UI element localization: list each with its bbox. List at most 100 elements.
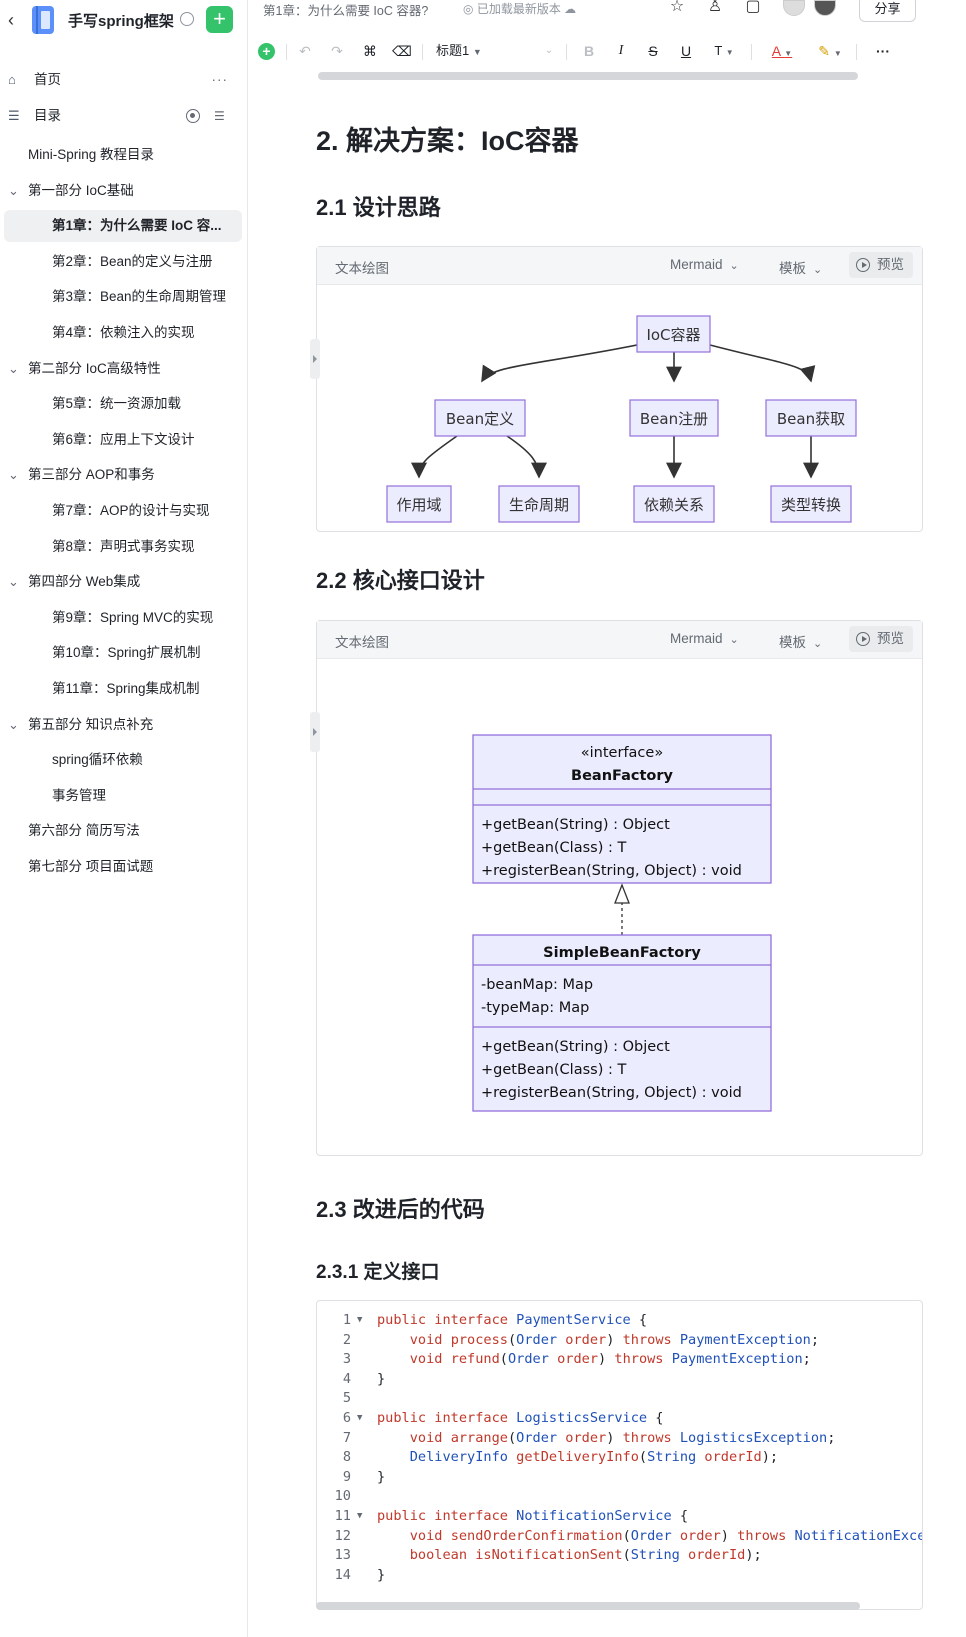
code-line: 5: [317, 1388, 922, 1408]
sidebar-toc-item[interactable]: 事务管理: [0, 780, 248, 812]
italic-icon[interactable]: I: [618, 43, 624, 58]
more-options-icon[interactable]: ···: [876, 43, 890, 59]
insert-block-icon[interactable]: +: [258, 43, 275, 60]
flow-node: 类型转换: [770, 485, 852, 523]
sidebar-toc-item[interactable]: 第6章：应用上下文设计: [0, 424, 248, 456]
code-horizontal-scrollbar[interactable]: [316, 1602, 860, 1610]
fold-toggle-icon[interactable]: ▼: [357, 1315, 363, 1325]
template-select[interactable]: 模板⌄: [779, 257, 822, 277]
sidebar-toc-item[interactable]: 第2章：Bean的定义与注册: [0, 246, 248, 278]
preview-button[interactable]: 预览: [849, 252, 913, 278]
diagram-block[interactable]: 文本绘图 Mermaid⌄ 模板⌄ 预览 IoC容器 Bean定义 Bean注册: [316, 246, 923, 532]
sidebar-toc-item[interactable]: 第3章：Bean的生命周期管理: [0, 281, 248, 313]
sidebar-item-home[interactable]: ⌂ 首页 ···: [0, 64, 248, 96]
flow-node: Bean定义: [434, 399, 526, 437]
sidebar-toc-item[interactable]: 第4章：依赖注入的实现: [0, 317, 248, 349]
avatar[interactable]: [783, 0, 805, 16]
sidebar-toc-item[interactable]: 第1章：为什么需要 IoC 容...: [4, 210, 242, 243]
chevron-down-icon[interactable]: ⌄: [8, 574, 19, 590]
chevron-down-icon[interactable]: ⌄: [8, 467, 19, 483]
line-number: 4: [342, 1370, 351, 1387]
highlight-icon[interactable]: ✎ ▼: [818, 43, 842, 59]
sidebar-toc-item[interactable]: ⌄第五部分 知识点补充: [0, 709, 248, 741]
line-number: 12: [334, 1527, 351, 1544]
sidebar-item-label: 第1章：为什么需要 IoC 容...: [52, 218, 222, 234]
sidebar-item-label: 第10章：Spring扩展机制: [52, 645, 201, 661]
flow-node-label: Bean获取: [777, 410, 845, 428]
sidebar-toc-item[interactable]: ⌄第四部分 Web集成: [0, 566, 248, 598]
chevron-down-icon[interactable]: ⌄: [544, 45, 554, 56]
code-line: 11▼public interface NotificationService …: [317, 1506, 922, 1526]
clear-format-icon[interactable]: ⌫: [392, 43, 412, 59]
underline-icon[interactable]: U: [680, 43, 692, 59]
sidebar-toc-item[interactable]: 第10章：Spring扩展机制: [0, 637, 248, 669]
chevron-down-icon[interactable]: ⌄: [8, 716, 19, 732]
code-block[interactable]: 1▼public interface PaymentService {2 voi…: [316, 1300, 923, 1610]
code-line: 13 boolean isNotificationSent(String ord…: [317, 1545, 922, 1565]
text-size-icon[interactable]: T ▼: [714, 43, 734, 58]
font-color-icon[interactable]: A ▼: [771, 43, 793, 59]
fold-toggle-icon[interactable]: ▼: [357, 1511, 363, 1521]
bold-icon[interactable]: B: [583, 43, 595, 59]
add-button[interactable]: +: [206, 6, 233, 33]
uml-class-implementation: SimpleBeanFactory -beanMap: Map -typeMap…: [472, 934, 772, 1112]
format-painter-icon[interactable]: ⌘: [363, 43, 377, 59]
sidebar-item-label: 第5章：统一资源加载: [52, 396, 182, 412]
code-line: 6▼public interface LogisticsService {: [317, 1408, 922, 1428]
language-select[interactable]: Mermaid⌄: [670, 257, 739, 272]
horizontal-scrollbar[interactable]: [318, 72, 858, 80]
share-button[interactable]: 分享: [859, 0, 916, 22]
sidebar-toc-item[interactable]: 第六部分 简历写法: [0, 815, 248, 847]
back-arrow-icon[interactable]: ‹: [8, 10, 14, 30]
sidebar-toc-item[interactable]: 第8章：声明式事务实现: [0, 531, 248, 563]
more-icon[interactable]: ···: [211, 72, 228, 87]
star-icon[interactable]: ☆: [669, 0, 685, 15]
code-text: }: [377, 1468, 386, 1485]
sync-icon[interactable]: [180, 12, 194, 26]
present-icon[interactable]: ▢: [745, 0, 761, 15]
locate-icon[interactable]: [186, 109, 200, 123]
sidebar-toc-item[interactable]: ⌄第三部分 AOP和事务: [0, 459, 248, 491]
code-text: public interface NotificationService {: [377, 1508, 689, 1524]
sidebar-toc-item[interactable]: Mini-Spring 教程目录: [0, 139, 248, 171]
language-select[interactable]: Mermaid⌄: [670, 631, 739, 646]
diagram-block-header: 文本绘图 Mermaid⌄ 模板⌄ 预览: [317, 247, 922, 285]
sidebar-toc-item[interactable]: 第七部分 项目面试题: [0, 851, 248, 883]
sidebar-toc-item[interactable]: 第9章：Spring MVC的实现: [0, 602, 248, 634]
chevron-down-icon[interactable]: ⌄: [8, 182, 19, 198]
heading-style-select[interactable]: 标题1 ▼: [436, 40, 496, 62]
sidebar-toc-item[interactable]: 第11章：Spring集成机制: [0, 673, 248, 705]
book-icon: [32, 6, 54, 34]
chevron-down-icon: ⌄: [729, 634, 739, 646]
diagram-block[interactable]: 文本绘图 Mermaid⌄ 模板⌄ 预览 «interface» BeanFac…: [316, 620, 923, 1156]
sidebar-item-toc[interactable]: ☰ 目录 ☰: [0, 100, 248, 132]
code-text: boolean isNotificationSent(String orderI…: [409, 1547, 762, 1564]
breadcrumb[interactable]: 第1章：为什么需要 IoC 容器?: [263, 4, 429, 18]
code-text: }: [377, 1566, 386, 1583]
list-icon[interactable]: ☰: [214, 109, 225, 123]
sidebar-toc-item[interactable]: 第7章：AOP的设计与实现: [0, 495, 248, 527]
chevron-down-icon: ⌄: [813, 264, 823, 276]
collapse-handle[interactable]: [310, 712, 320, 752]
avatar[interactable]: [814, 0, 836, 16]
sidebar-toc-item[interactable]: 第5章：统一资源加载: [0, 388, 248, 420]
chevron-down-icon[interactable]: ⌄: [8, 360, 19, 376]
uml-realization-edge: [614, 883, 630, 935]
strikethrough-icon[interactable]: S: [648, 43, 658, 59]
add-collaborator-icon[interactable]: ♙: [707, 0, 723, 15]
undo-icon[interactable]: ↶: [299, 43, 311, 59]
fold-toggle-icon[interactable]: ▼: [357, 1413, 363, 1423]
template-select[interactable]: 模板⌄: [779, 631, 822, 651]
line-number: 6: [342, 1410, 351, 1426]
wiki-title[interactable]: 手写spring框架: [68, 13, 174, 30]
flow-node-label: Bean注册: [640, 410, 708, 428]
redo-icon[interactable]: ↷: [331, 43, 343, 59]
sidebar-toc-item[interactable]: ⌄第一部分 IoC基础: [0, 175, 248, 207]
sidebar-toc-item[interactable]: spring循环依赖: [0, 744, 248, 776]
sidebar-toc-item[interactable]: ⌄第二部分 IoC高级特性: [0, 353, 248, 385]
preview-button[interactable]: 预览: [849, 626, 913, 652]
flowchart-diagram: IoC容器 Bean定义 Bean注册 Bean获取 作用域 生命周期 依赖关系: [386, 315, 857, 523]
uml-stereotype: «interface»: [581, 745, 663, 761]
code-line: 4}: [317, 1369, 922, 1389]
collapse-handle[interactable]: [310, 339, 320, 379]
